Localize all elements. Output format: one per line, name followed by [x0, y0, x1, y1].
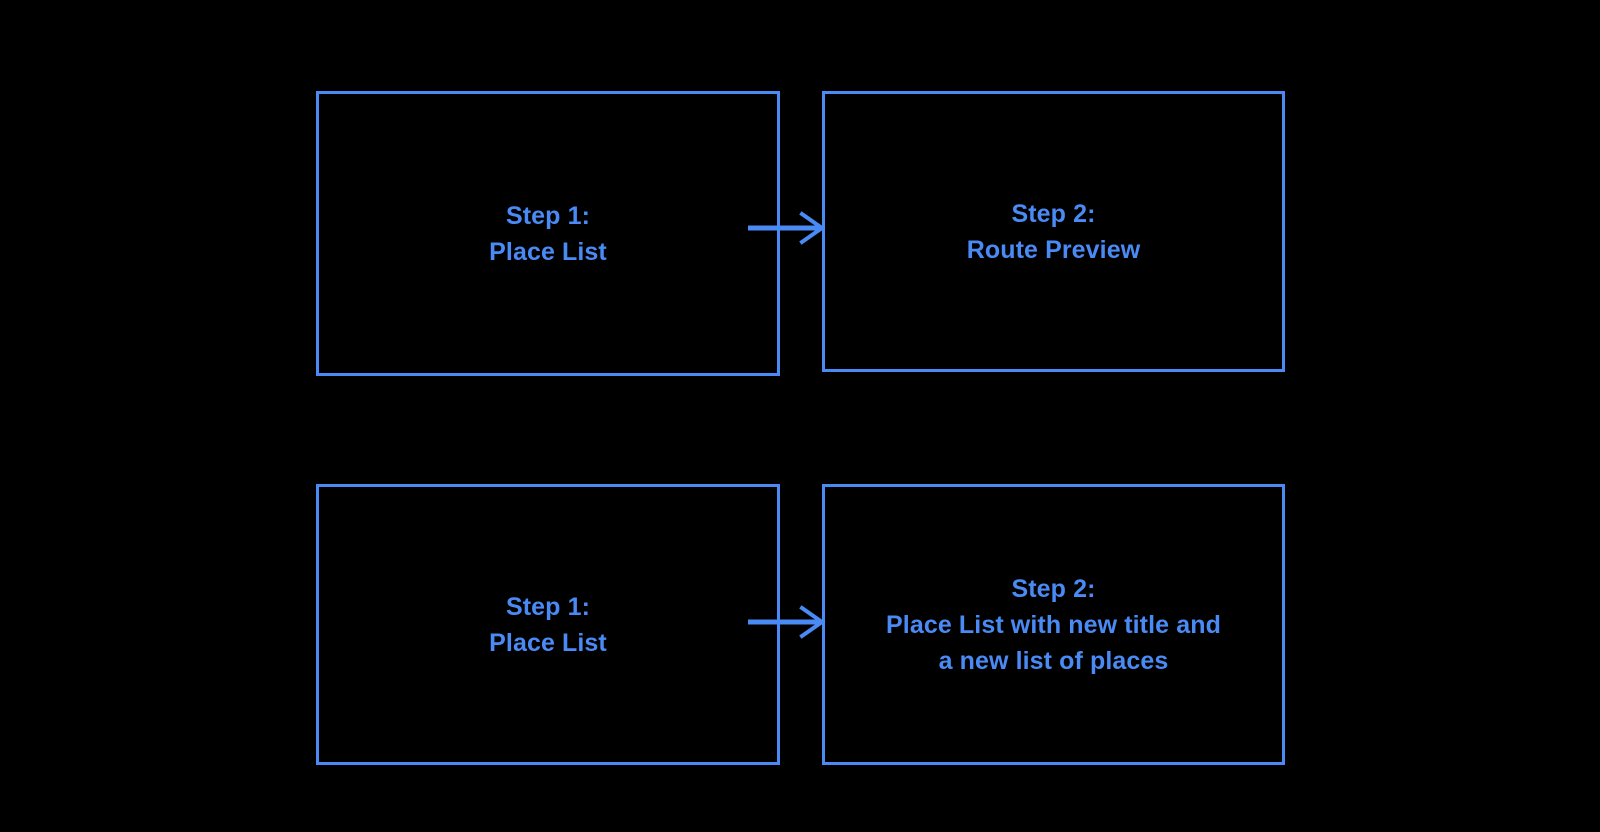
flow-node-label: Step 1: Place List: [489, 201, 607, 266]
arrow-right-icon: [748, 211, 826, 245]
flow-node-step2-bot[interactable]: Step 2: Place List with new title and a …: [822, 484, 1285, 765]
flow-node-label: Step 2: Route Preview: [966, 199, 1141, 264]
flow-node-step1-top[interactable]: Step 1: Place List: [316, 91, 780, 376]
arrow-right-icon: [748, 605, 826, 639]
flow-node-step1-bot[interactable]: Step 1: Place List: [316, 484, 780, 765]
flow-node-label: Step 1: Place List: [489, 592, 607, 657]
flow-node-label: Step 2: Place List with new title and a …: [886, 574, 1221, 675]
flow-node-step2-top[interactable]: Step 2: Route Preview: [822, 91, 1285, 372]
